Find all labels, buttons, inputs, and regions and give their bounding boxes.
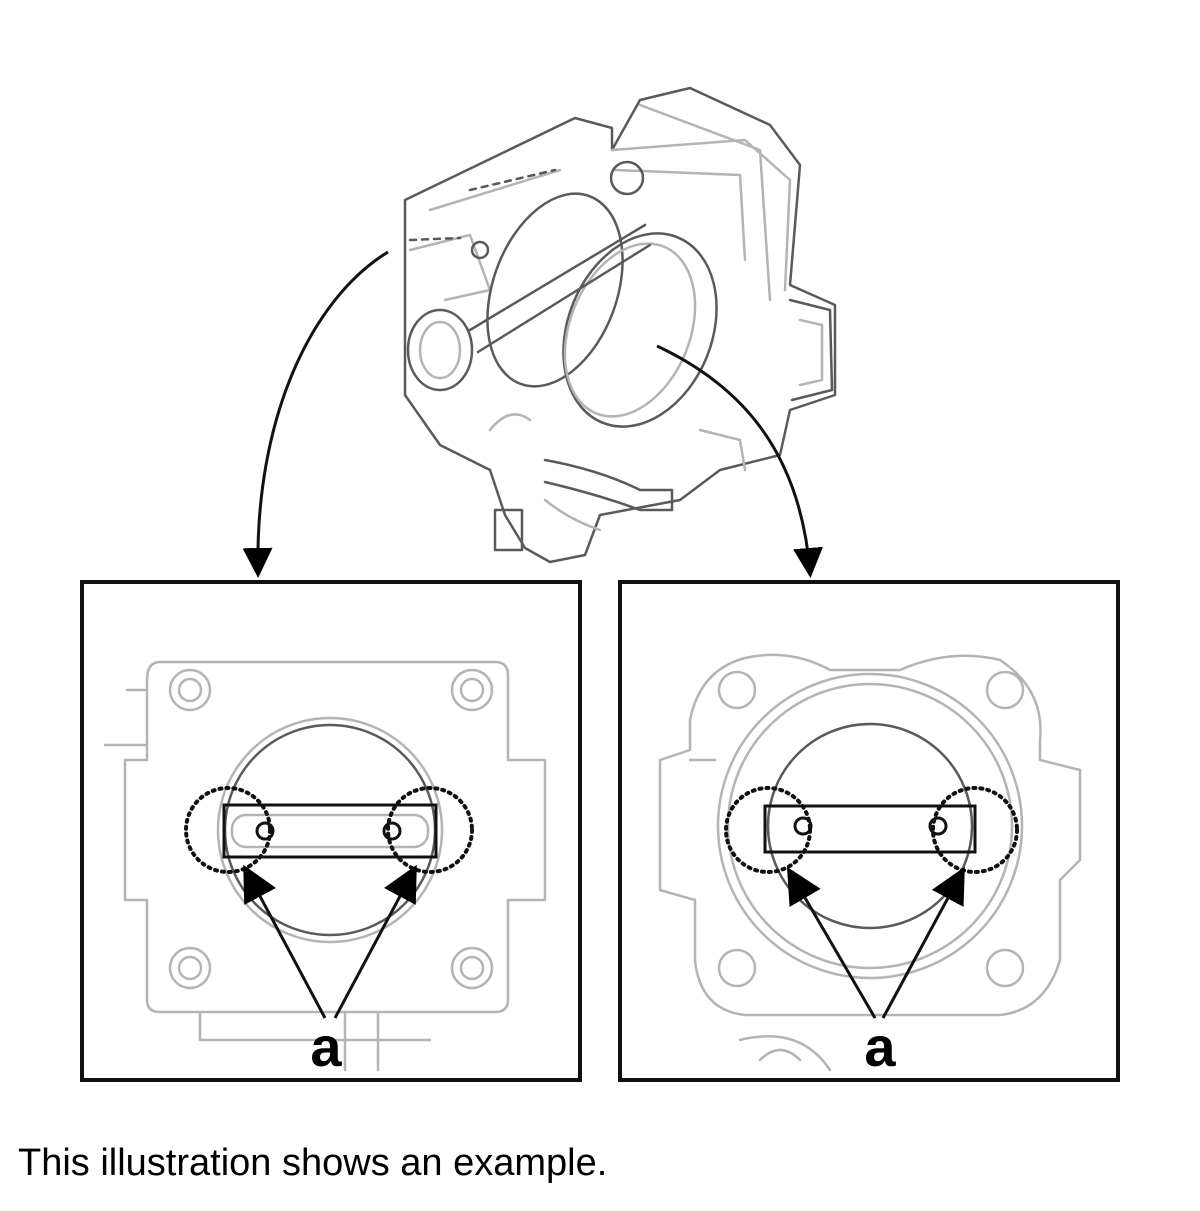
right-detail-panel: a [618, 580, 1120, 1082]
figure-caption: This illustration shows an example. [18, 1142, 608, 1184]
right-leader-arrow [656, 344, 823, 578]
callout-label-a-right: a [864, 1015, 896, 1078]
left-detail-panel: a [80, 580, 582, 1082]
callout-label-a-left: a [310, 1015, 342, 1078]
left-leader-arrow [242, 250, 389, 578]
throttle-body-illustration [403, 86, 837, 564]
